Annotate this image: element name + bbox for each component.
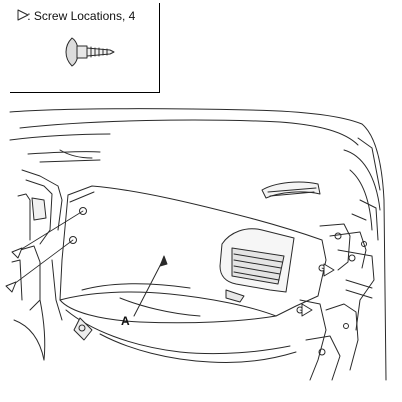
left-dash-section [11,169,63,361]
legend-text: ▷: Screw Locations, 4 [18,9,135,23]
callout-label-a: A [121,314,130,328]
lower-dash-contour [65,297,297,363]
screw-icon [65,37,115,67]
triangle-marker-icon [5,247,335,317]
right-bracket-area [299,199,379,381]
legend-label: : Screw Locations, 4 [27,9,136,23]
legend-box [10,3,160,93]
dashboard-outline [9,108,387,381]
legend-triangle-icon [17,9,29,21]
defrost-vent [261,181,321,199]
center-air-vent [219,228,295,303]
callout-a-arrow [133,255,168,317]
